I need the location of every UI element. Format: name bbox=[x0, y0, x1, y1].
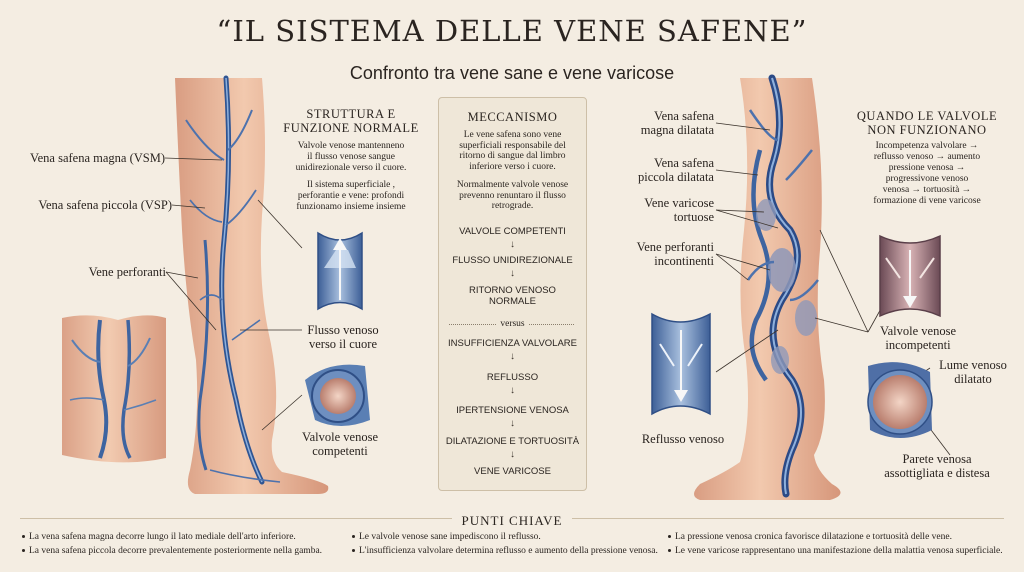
key-point: La vena safena magna decorre lungo il la… bbox=[22, 532, 296, 543]
reflux-vein-icon bbox=[651, 312, 711, 416]
label-perforanti-incontinenti: Vene perforanti incontinenti bbox=[636, 240, 714, 268]
arrow-down-icon: ↓ bbox=[510, 418, 515, 429]
key-point: La vena safena piccola decorre prevalent… bbox=[22, 546, 322, 557]
dilated-vein-cross-section bbox=[867, 362, 933, 438]
flow-disease-4: DILATAZIONE E TORTUOSITÀ bbox=[445, 436, 580, 447]
label-vsp-dilatata: Vena safena piccola dilatata bbox=[637, 156, 714, 184]
label-vene-tortuose: Vene varicose tortuose bbox=[644, 196, 714, 224]
key-point: Le valvole venose sane impediscono il re… bbox=[352, 532, 541, 543]
incompetent-valve-icon bbox=[879, 234, 941, 318]
flow-disease-1: INSUFFICIENZA VALVOLARE bbox=[448, 338, 577, 349]
quando-title: QUANDO LE VALVOLE NON FUNZIONANO bbox=[856, 109, 998, 137]
struttura-p1: Valvole venose mantenneno il flusso veno… bbox=[295, 141, 407, 173]
arrow-down-icon: ↓ bbox=[510, 351, 515, 362]
flow-disease-5: VENE VARICOSE bbox=[474, 466, 551, 477]
flow-healthy-1: VALVOLE COMPETENTI bbox=[459, 226, 566, 237]
label-valvole-competenti: Valvole venose competenti bbox=[301, 430, 379, 458]
healthy-leg bbox=[175, 75, 329, 494]
versus-label: versus bbox=[439, 319, 586, 330]
struttura-p2: Il sistema superficiale , perforantie e … bbox=[296, 180, 406, 212]
key-points-title: PUNTI CHIAVE bbox=[0, 513, 1024, 529]
mechanism-p2: Normalmente valvole venose prevenno renu… bbox=[456, 180, 569, 211]
bullet-icon bbox=[22, 549, 25, 553]
bullet-icon bbox=[668, 549, 671, 553]
healthy-vein-cross-section bbox=[305, 364, 370, 426]
mechanism-p1: Le vene safena sono vene superficiali re… bbox=[459, 130, 566, 172]
key-point: L'insufficienza valvolare determina refl… bbox=[352, 546, 658, 557]
arrow-down-icon: ↓ bbox=[510, 239, 515, 250]
label-vsp: Vena safena piccola (VSP) bbox=[38, 198, 172, 212]
flow-disease-3: IPERTENSIONE VENOSA bbox=[456, 405, 569, 416]
label-vsm-dilatata: Vena safena magna dilatata bbox=[640, 109, 714, 137]
label-vene-perforanti: Vene perforanti bbox=[88, 265, 166, 279]
thigh-detail bbox=[62, 315, 166, 463]
bullet-icon bbox=[668, 535, 671, 539]
quando-text: Incompetenza valvolare → reflusso venoso… bbox=[873, 141, 981, 206]
mechanism-title: MECCANISMO bbox=[467, 110, 558, 124]
arrow-down-icon: ↓ bbox=[510, 385, 515, 396]
key-point-text: L'insufficienza valvolare determina refl… bbox=[359, 546, 658, 556]
bullet-icon bbox=[352, 549, 355, 553]
flow-healthy-2: FLUSSO UNIDIREZIONALE bbox=[452, 255, 573, 266]
mechanism-panel: MECCANISMO Le vene safena sono vene supe… bbox=[438, 97, 587, 491]
label-valvole-incompetenti: Valvole venose incompetenti bbox=[879, 324, 957, 352]
bullet-icon bbox=[22, 535, 25, 539]
key-point: Le vene varicose rappresentano una manif… bbox=[668, 546, 1003, 557]
key-point-text: La vena safena piccola decorre prevalent… bbox=[29, 546, 323, 556]
arrow-down-icon: ↓ bbox=[510, 449, 515, 460]
page-subtitle: Confronto tra vene sane e vene varicose bbox=[349, 63, 675, 83]
key-point-text: La pressione venosa cronica favorisce di… bbox=[675, 532, 952, 542]
healthy-valve-icon bbox=[317, 231, 363, 311]
key-point-text: Le valvole venose sane impediscono il re… bbox=[359, 532, 541, 542]
key-point-text: Le vene varicose rappresentano una manif… bbox=[675, 546, 1003, 556]
key-point-text: La vena safena magna decorre lungo il la… bbox=[29, 532, 296, 542]
label-flusso-venoso: Flusso venoso verso il cuore bbox=[307, 323, 379, 351]
right-leaders bbox=[715, 122, 951, 456]
label-vsm: Vena safena magna (VSM) bbox=[29, 151, 165, 165]
label-parete-venosa: Parete venosa assottigliata e distesa bbox=[884, 452, 990, 480]
key-point: La pressione venosa cronica favorisce di… bbox=[668, 532, 952, 543]
flow-healthy-3: RITORNO VENOSO NORMALE bbox=[469, 285, 556, 307]
arrow-down-icon: ↓ bbox=[510, 268, 515, 279]
label-lume-dilatato: Lume venoso dilatato bbox=[939, 358, 1007, 386]
label-reflusso-venoso: Reflusso venoso bbox=[641, 432, 725, 446]
flow-disease-2: REFLUSSO bbox=[486, 372, 539, 383]
struttura-title: STRUTTURA E FUNZIONE NORMALE bbox=[283, 107, 419, 135]
versus-text: versus bbox=[496, 319, 529, 329]
left-leaders bbox=[164, 157, 303, 431]
bullet-icon bbox=[352, 535, 355, 539]
page-title: “IL SISTEMA DELLE VENE SAFENE” bbox=[216, 14, 808, 48]
key-points-title-text: PUNTI CHIAVE bbox=[451, 513, 573, 528]
